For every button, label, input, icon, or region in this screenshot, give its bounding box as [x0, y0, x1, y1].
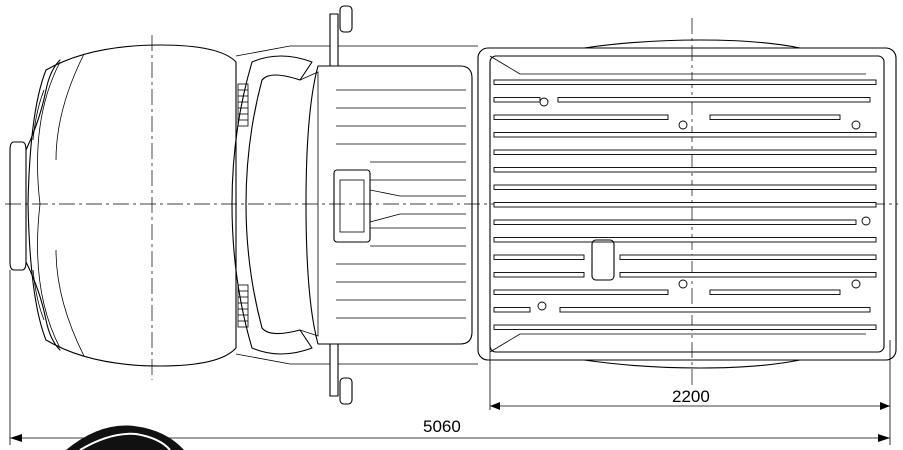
bed-rib: [493, 97, 541, 103]
bed-rib: [493, 114, 669, 120]
centerlines: [5, 18, 898, 385]
side-mirrors: [329, 5, 353, 405]
truck-bed: [477, 39, 897, 369]
bed-rib: [493, 254, 585, 260]
bed-rib: [493, 79, 877, 85]
bed-rib: [493, 219, 857, 225]
bed-rib: [709, 289, 841, 295]
cab-roof: [305, 65, 473, 345]
bed-rib: [493, 167, 877, 173]
bed-rib: [493, 132, 877, 138]
dimension-bed: 2200: [489, 340, 891, 445]
bed-rib: [493, 149, 877, 155]
windshield: [231, 55, 319, 355]
hood: [27, 44, 237, 367]
bed-rib: [559, 307, 871, 313]
bed-rib: [557, 97, 871, 103]
bed-rib: [493, 272, 585, 278]
bed-length-dimension: 2200: [672, 387, 710, 406]
cab-body-sides: [235, 45, 478, 365]
front-bumper: [9, 59, 61, 351]
bed-rib: [493, 184, 877, 190]
bed-rib: [493, 237, 877, 243]
bed-rib: [493, 202, 877, 208]
dimension-overall: 5060: [9, 270, 890, 445]
bed-rib: [619, 272, 877, 278]
overall-length-dimension: 5060: [423, 417, 461, 436]
bed-rib: [619, 254, 877, 260]
bed-rib: [709, 114, 841, 120]
bed-floor-ribs: [493, 79, 877, 330]
bed-rib: [493, 307, 531, 313]
bed-rib: [493, 289, 669, 295]
bed-fasteners: [537, 97, 871, 311]
bed-rib: [493, 324, 877, 330]
logo-fragment: [66, 425, 184, 450]
